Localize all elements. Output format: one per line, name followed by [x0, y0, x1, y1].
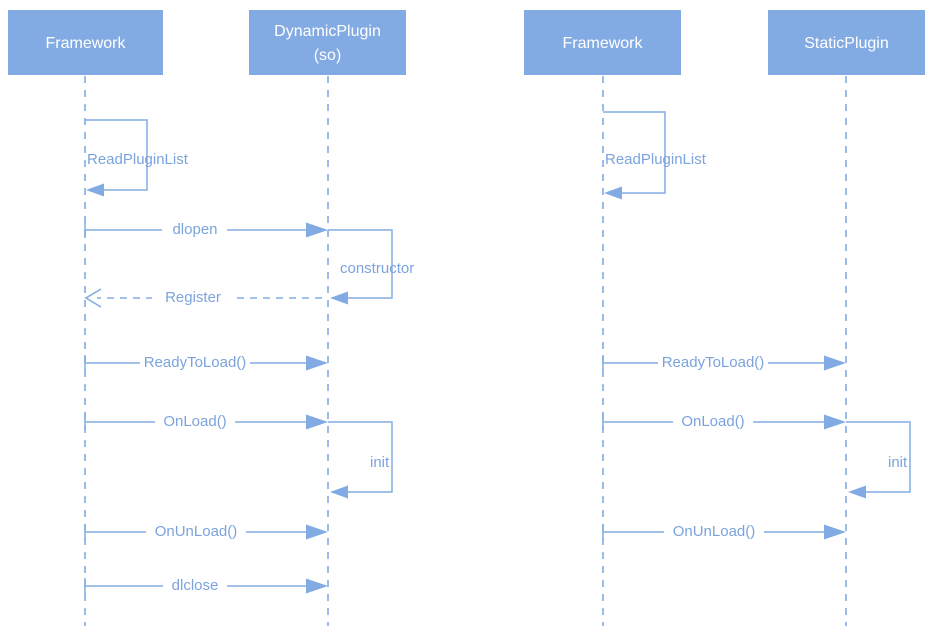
actor-label-framework-left: Framework	[45, 35, 126, 52]
message-constructor[interactable]: constructor	[328, 229, 414, 305]
message-path-constructor	[328, 229, 393, 299]
message-dlclose[interactable]: dlclose	[84, 576, 328, 596]
message-on-unload-left[interactable]: OnUnLoad()	[84, 522, 328, 542]
label-backdrop-on-load-right	[673, 412, 753, 432]
arrowhead-ready-to-load-left	[306, 355, 328, 371]
message-on-load-right[interactable]: OnLoad()	[602, 412, 846, 432]
label-backdrop-dlopen	[162, 220, 227, 240]
message-label-read-plugin-list-right: ReadPluginList	[605, 151, 707, 168]
message-on-unload-right[interactable]: OnUnLoad()	[602, 522, 846, 542]
actor-label-dynamicplugin-line1: DynamicPlugin	[274, 23, 381, 40]
message-label-read-plugin-list-left: ReadPluginList	[87, 151, 189, 168]
message-label-ready-to-load-right: ReadyToLoad()	[662, 354, 765, 371]
label-backdrop-ready-to-load-right	[658, 353, 768, 373]
label-backdrop-dlclose	[163, 576, 227, 596]
arrowhead-on-load-right	[824, 414, 846, 430]
arrowhead-constructor	[330, 291, 348, 305]
arrowhead-dlclose	[306, 578, 328, 594]
message-path-init-left	[328, 421, 393, 493]
arrowhead-read-plugin-list-right	[604, 186, 622, 200]
actor-box-staticplugin[interactable]	[768, 10, 925, 75]
message-label-ready-to-load-left: ReadyToLoad()	[144, 354, 247, 371]
label-backdrop-register	[152, 288, 234, 308]
message-label-on-unload-right: OnUnLoad()	[673, 523, 756, 540]
message-init-left[interactable]: init	[328, 421, 393, 499]
actor-box-dynamicplugin[interactable]	[249, 10, 406, 75]
actor-dynamicplugin[interactable]: DynamicPlugin (so)	[249, 10, 406, 75]
label-backdrop-on-unload-left	[146, 522, 246, 542]
message-register[interactable]: Register	[84, 288, 322, 308]
message-read-plugin-list-right[interactable]: ReadPluginList	[603, 111, 707, 200]
message-label-dlopen: dlopen	[172, 221, 217, 238]
message-label-on-load-right: OnLoad()	[681, 413, 744, 430]
actor-label-staticplugin: StaticPlugin	[804, 35, 889, 52]
arrowhead-on-load-left	[306, 414, 328, 430]
message-label-dlclose: dlclose	[172, 577, 219, 594]
actor-framework-right[interactable]: Framework	[524, 10, 681, 75]
message-label-constructor: constructor	[340, 260, 414, 277]
label-backdrop-on-load-left	[155, 412, 235, 432]
arrowhead-register	[84, 288, 102, 308]
arrowhead-init-left	[330, 485, 348, 499]
arrowhead-dlopen	[306, 222, 328, 238]
label-backdrop-ready-to-load-left	[140, 353, 250, 373]
arrowhead-read-plugin-list-left	[86, 183, 104, 197]
message-ready-to-load-left[interactable]: ReadyToLoad()	[84, 353, 328, 373]
arrowhead-init-right	[848, 485, 866, 499]
actor-label-dynamicplugin-line2: (so)	[314, 47, 342, 64]
message-label-init-left: init	[370, 454, 390, 471]
message-label-on-unload-left: OnUnLoad()	[155, 523, 238, 540]
arrowhead-ready-to-load-right	[824, 355, 846, 371]
message-dlopen[interactable]: dlopen	[84, 220, 328, 240]
actor-box-framework-left[interactable]	[8, 10, 163, 75]
message-ready-to-load-right[interactable]: ReadyToLoad()	[602, 353, 846, 373]
arrowhead-on-unload-left	[306, 524, 328, 540]
message-path-init-right	[846, 421, 911, 493]
label-backdrop-on-unload-right	[664, 522, 764, 542]
actor-framework-left[interactable]: Framework	[8, 10, 163, 75]
message-init-right[interactable]: init	[846, 421, 911, 499]
lifelines-group	[84, 76, 847, 626]
message-label-on-load-left: OnLoad()	[163, 413, 226, 430]
message-on-load-left[interactable]: OnLoad()	[84, 412, 328, 432]
message-path-read-plugin-list-left	[85, 119, 148, 191]
message-path-read-plugin-list-right	[603, 111, 666, 194]
actor-label-framework-right: Framework	[562, 35, 643, 52]
arrowhead-on-unload-right	[824, 524, 846, 540]
message-read-plugin-list-left[interactable]: ReadPluginList	[85, 119, 189, 197]
message-label-register: Register	[165, 289, 221, 306]
actor-staticplugin[interactable]: StaticPlugin	[768, 10, 925, 75]
actor-box-framework-right[interactable]	[524, 10, 681, 75]
message-label-init-right: init	[888, 454, 908, 471]
